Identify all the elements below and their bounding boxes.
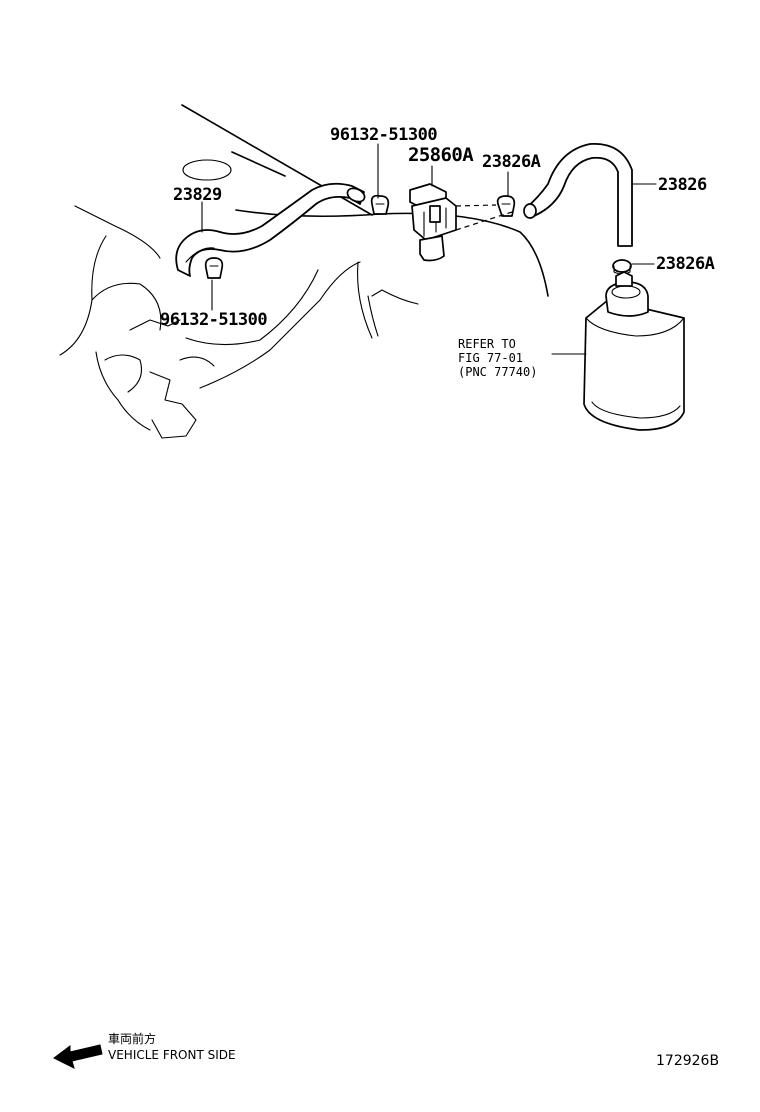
callout-clamp-right: 23826A bbox=[482, 152, 541, 172]
front-arrow-icon bbox=[53, 1044, 103, 1069]
clamp-23826A-right bbox=[496, 195, 516, 217]
reference-line-3: (PNC 77740) bbox=[458, 365, 537, 379]
figure-id: 172926B bbox=[656, 1053, 719, 1069]
leader-lines bbox=[201, 143, 657, 355]
hose-23829 bbox=[175, 159, 366, 277]
charcoal-canister bbox=[583, 271, 685, 431]
valve-25860A bbox=[409, 183, 457, 262]
direction-label-jp: 車両前方 bbox=[108, 1031, 156, 1046]
callout-clamp-bottom: 96132-51300 bbox=[160, 310, 267, 330]
clamp-lower bbox=[204, 257, 224, 279]
reference-line-2: FIG 77-01 bbox=[458, 351, 523, 365]
callout-clamp-top: 96132-51300 bbox=[330, 125, 437, 145]
reference-note: REFER TO FIG 77-01 (PNC 77740) bbox=[458, 337, 537, 379]
callout-clamp-canister: 23826A bbox=[656, 254, 715, 274]
clamp-upper bbox=[370, 194, 390, 215]
callout-hose-right: 23826 bbox=[658, 175, 707, 195]
engine-outline bbox=[59, 104, 549, 439]
routing-lines bbox=[455, 204, 513, 231]
callout-valve: 25860A bbox=[408, 144, 474, 166]
clamp-23826A-canister bbox=[612, 259, 632, 275]
callout-hose-left: 23829 bbox=[173, 185, 222, 205]
direction-label-en: VEHICLE FRONT SIDE bbox=[108, 1048, 236, 1062]
reference-line-1: REFER TO bbox=[458, 337, 516, 351]
hose-23826 bbox=[523, 143, 633, 247]
